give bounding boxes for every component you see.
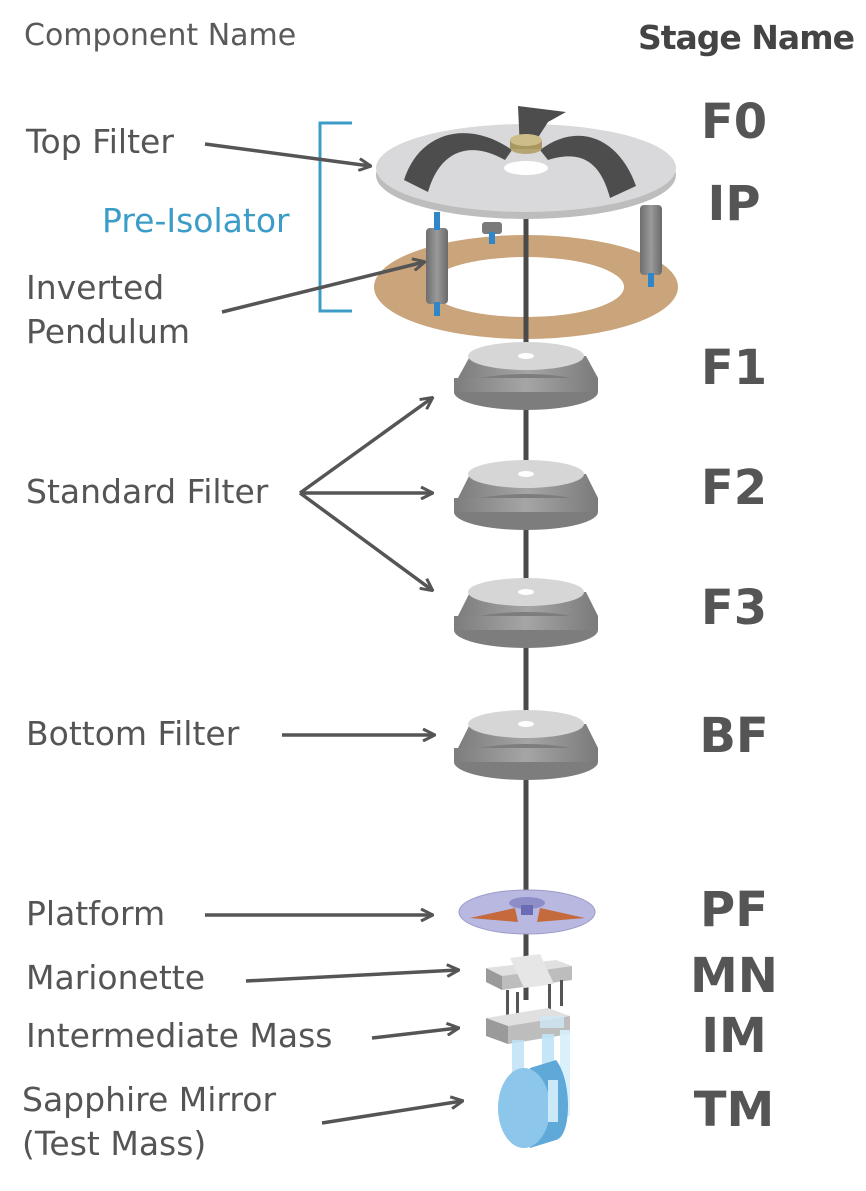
stage-ip: IP (707, 176, 761, 232)
stage-pf: PF (700, 882, 768, 938)
filter-bf (454, 710, 598, 780)
ip-leg-back (482, 222, 502, 244)
label-bottom-filter: Bottom Filter (26, 714, 240, 753)
stage-f1: F1 (700, 340, 768, 396)
label-top-filter: Top Filter (26, 122, 174, 161)
stage-bf: BF (699, 708, 769, 764)
arrow-top-filter (204, 142, 370, 166)
marionette-cross (486, 954, 572, 1018)
ip-leg-left (426, 212, 448, 316)
platform-disc (458, 889, 596, 935)
label-standard-filter: Standard Filter (26, 472, 269, 511)
label-sapphire-line2: (Test Mass) (22, 1124, 207, 1163)
filter-f3 (454, 578, 598, 648)
label-sapphire-line1: Sapphire Mirror (22, 1080, 277, 1119)
top-filter-disc (376, 106, 676, 219)
arrow-marionette (245, 970, 458, 983)
component-name-header: Component Name (24, 18, 297, 53)
stage-tm: TM (693, 1082, 775, 1138)
filter-f2 (454, 460, 598, 530)
stage-mn: MN (690, 948, 778, 1004)
label-marionette: Marionette (26, 958, 206, 997)
stage-f3: F3 (700, 580, 768, 636)
label-inverted-pendulum-line1: Inverted (26, 268, 165, 307)
pre-isolator-bracket (318, 121, 352, 313)
sapphire-mirror (498, 1060, 568, 1148)
pointer-arrows (204, 142, 462, 1125)
arrow-standard-filter-f1 (298, 398, 432, 495)
arrow-intermediate-mass (371, 1028, 458, 1040)
filter-f1 (454, 342, 598, 410)
arrow-standard-filter-f3 (298, 491, 432, 590)
stage-im: IM (701, 1008, 767, 1064)
arrow-sapphire-mirror (321, 1101, 462, 1125)
label-pre-isolator: Pre-Isolator (102, 201, 290, 240)
ip-leg-right (640, 205, 662, 287)
stage-f2: F2 (700, 460, 768, 516)
label-inverted-pendulum-line2: Pendulum (26, 312, 191, 351)
label-intermediate-mass: Intermediate Mass (26, 1016, 333, 1055)
label-platform: Platform (26, 894, 166, 933)
stage-name-header: Stage Name (638, 18, 855, 57)
arrow-inverted-pendulum (221, 262, 424, 314)
stage-f0: F0 (700, 94, 768, 150)
